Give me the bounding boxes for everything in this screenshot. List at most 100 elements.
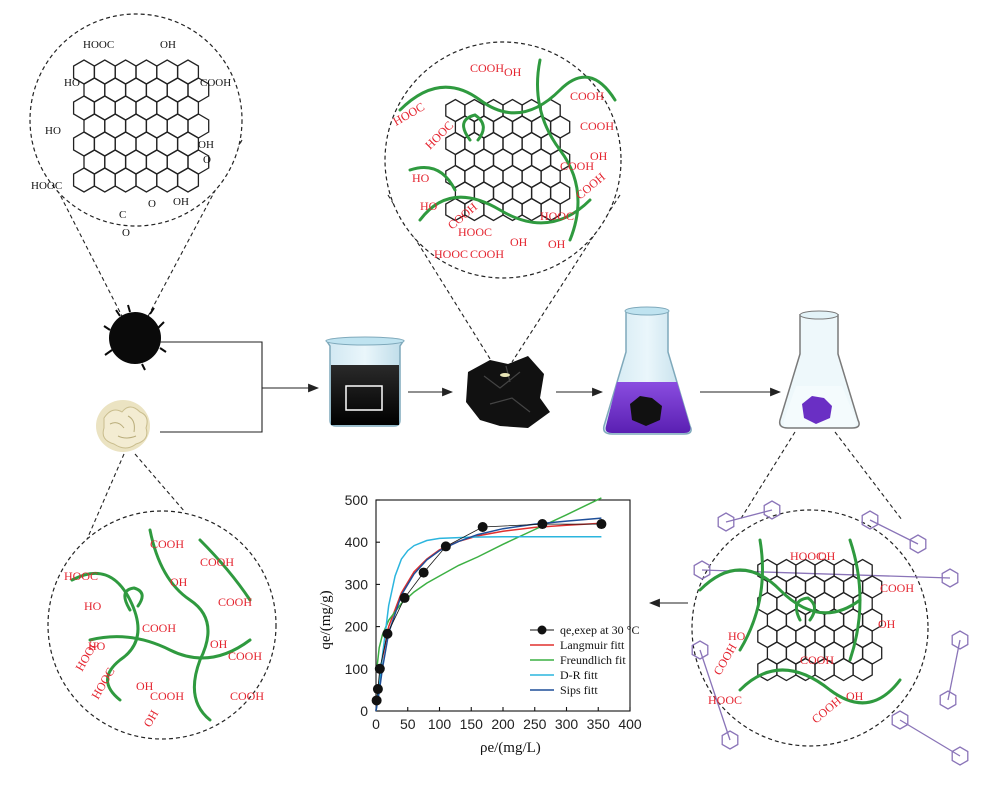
functional-group-label: HOOC: [708, 693, 742, 707]
composite-hexagon-lattice: [445, 98, 571, 222]
dye-ring: [951, 630, 969, 650]
legend-marker: [537, 625, 547, 635]
functional-group-label: COOH: [200, 555, 234, 569]
cleared-flask-icon: [778, 310, 860, 429]
data-points: [371, 519, 607, 706]
cellulose-chain: [123, 586, 144, 612]
graphite-hexagon-lattice: [72, 59, 210, 193]
legend-label: Sips fitt: [560, 683, 598, 697]
plot-frame: [375, 499, 631, 712]
functional-group-label: OH: [548, 237, 566, 251]
cellulose-chain: [848, 538, 862, 662]
cellulose-chain: [88, 635, 252, 660]
functional-group-label: COOH: [218, 595, 252, 609]
functional-group-label: HOOC: [790, 549, 824, 563]
label-oh-right: OH: [198, 139, 214, 151]
cellulose-chain: [398, 75, 617, 115]
legend-label: qe,exep at 30 °C: [560, 623, 639, 637]
functional-group-label: HOOC: [540, 209, 574, 223]
functional-group-label: HO: [412, 171, 430, 185]
dye-bond: [699, 649, 731, 741]
y-tick-label: 200: [345, 619, 369, 635]
cellulose-chain: [794, 596, 816, 622]
legend-label: Langmuir fitt: [560, 638, 625, 652]
label-cooh-right: COOH: [200, 77, 231, 89]
cellulose-chain: [198, 538, 252, 602]
x-tick-label: 350: [587, 716, 611, 732]
label-ho-1: HO: [64, 77, 80, 89]
adsorbed-cellulose-chains: [698, 538, 902, 705]
adsorbed-hexagon-lattice: [757, 558, 883, 682]
cellulose-chain: [148, 528, 212, 722]
functional-group-label: OH: [504, 65, 522, 79]
data-point: [399, 592, 410, 603]
functional-group-label: HO: [88, 639, 106, 653]
functional-group-label: COOH: [150, 537, 184, 551]
functional-group-label: COOH: [800, 653, 834, 667]
dye-bond: [725, 509, 773, 523]
x-tick-label: 150: [460, 716, 484, 732]
x-tick-label: 100: [428, 716, 452, 732]
dye-ring: [693, 560, 711, 580]
hexagon-ring: [176, 167, 200, 193]
dye-bond: [947, 639, 961, 701]
label-o-right: O: [203, 154, 211, 166]
data-point: [537, 519, 548, 530]
data-point: [596, 519, 607, 530]
cellulose-sponge-icon: [96, 400, 150, 452]
dye-ring: [941, 568, 959, 588]
functional-group-label: OH: [510, 235, 528, 249]
merge-connector: [160, 341, 320, 433]
label-hooc-left: HOOC: [31, 180, 62, 192]
y-axis-label: qe/(mg/g): [318, 590, 334, 649]
data-point: [382, 628, 393, 639]
data-point: [418, 567, 429, 578]
functional-group-label: HOOC: [434, 247, 468, 261]
functional-group-label: COOH: [142, 621, 176, 635]
functional-group-label: COOH: [470, 247, 504, 261]
functional-group-label: HOOC: [64, 569, 98, 583]
x-tick-label: 250: [523, 716, 547, 732]
data-point: [371, 695, 382, 706]
cellulose-chain: [698, 568, 862, 615]
functional-group-label: HO: [84, 599, 102, 613]
dye-bond: [899, 719, 961, 757]
legend-label: Freundlich fit: [560, 653, 626, 667]
functional-group-label: OH: [878, 617, 896, 631]
functional-group-label: COOH: [470, 61, 504, 75]
dye-flask-icon: [602, 306, 692, 435]
composite-cellulose-chains: [398, 58, 617, 242]
label-oh-bottom: OH: [173, 196, 189, 208]
functional-group-label: OH: [210, 637, 228, 651]
cellulose-chain: [418, 195, 592, 225]
functional-group-label: OH: [846, 689, 864, 703]
functional-group-label: COOH: [580, 119, 614, 133]
hexagon-ring: [540, 197, 561, 222]
dye-ring: [891, 710, 909, 730]
functional-group-label: COOH: [228, 649, 262, 663]
functional-group-label: OH: [590, 149, 608, 163]
label-ho-2: HO: [45, 125, 61, 137]
data-point: [372, 684, 383, 695]
label-o-bottom: O: [122, 227, 130, 239]
x-tick-label: 300: [555, 716, 579, 732]
label-o-ring: O: [148, 198, 156, 210]
hexagon-ring: [852, 657, 873, 682]
dye-ring: [861, 510, 879, 530]
x-tick-label: 400: [618, 716, 642, 732]
dye-ring: [717, 512, 735, 532]
dye-ring: [691, 640, 709, 660]
dye-ring: [939, 690, 957, 710]
dye-ring: [721, 730, 739, 750]
data-point: [477, 522, 488, 533]
label-oh-top: OH: [160, 39, 176, 51]
functional-group-label: OH: [136, 679, 154, 693]
y-tick-label: 500: [345, 492, 369, 508]
data-series-line: [376, 523, 602, 701]
y-tick-label: 100: [345, 661, 369, 677]
